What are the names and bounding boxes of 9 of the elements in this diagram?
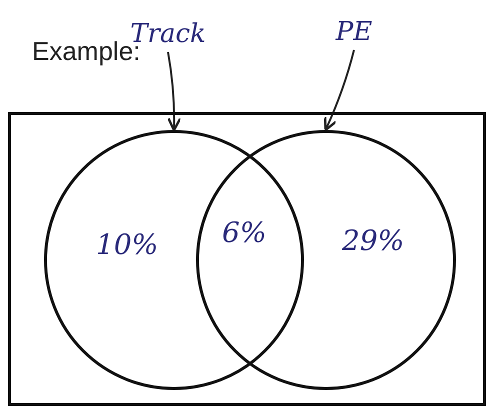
percentage-label: 6% <box>222 216 266 249</box>
venn-circle <box>44 130 304 390</box>
arrow <box>324 50 355 132</box>
venn-circle <box>196 130 456 390</box>
percentage-label: 29% <box>342 224 404 257</box>
percentage-label: 10% <box>96 228 158 261</box>
handwritten-label: PE <box>330 14 378 50</box>
frame-box <box>8 112 486 406</box>
arrow <box>167 52 182 132</box>
